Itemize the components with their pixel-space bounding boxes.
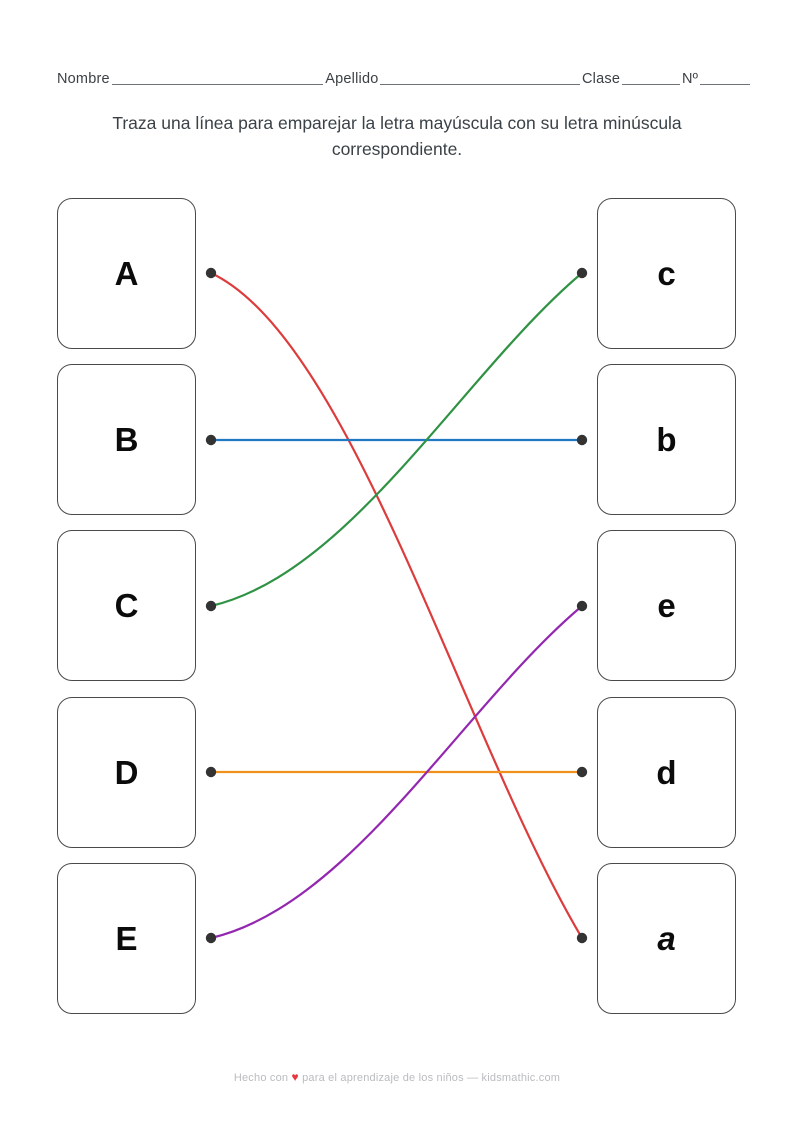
student-info-header: Nombre Apellido Clase Nº — [57, 62, 752, 88]
lowercase-letter-0: c — [657, 255, 676, 292]
lowercase-card-1[interactable]: b — [597, 364, 736, 515]
footer-text-before: Hecho con — [233, 1072, 289, 1084]
clase-input-line[interactable] — [622, 83, 680, 85]
uppercase-card-3[interactable]: D — [57, 697, 196, 848]
connector-dot-right-e[interactable] — [576, 600, 588, 612]
lowercase-letter-2: e — [657, 587, 676, 624]
nombre-label: Nombre — [57, 70, 110, 87]
lowercase-letter-4: a — [657, 920, 676, 957]
connector-dot-right-a[interactable] — [576, 932, 588, 944]
apellido-input-line[interactable] — [380, 83, 581, 85]
uppercase-card-2[interactable]: C — [57, 530, 196, 681]
uppercase-card-1[interactable]: B — [57, 364, 196, 515]
connector-dot-left-c[interactable] — [205, 600, 217, 612]
connector-dot-left-e[interactable] — [205, 932, 217, 944]
uppercase-card-4[interactable]: E — [57, 863, 196, 1014]
uppercase-letter-3: D — [114, 754, 139, 791]
connector-line-e[interactable] — [209, 604, 584, 940]
lowercase-card-2[interactable]: e — [597, 530, 736, 681]
numero-label: Nº — [681, 70, 699, 87]
instruction-text: Traza una línea para emparejar la letra … — [112, 113, 682, 160]
uppercase-letter-0: A — [114, 255, 139, 292]
apellido-label: Apellido — [325, 70, 379, 87]
connector-dot-left-d[interactable] — [205, 766, 217, 778]
lowercase-card-3[interactable]: d — [597, 697, 736, 848]
footer-text-after: para el aprendizaje de los niños — kidsm… — [302, 1072, 561, 1084]
uppercase-letter-1: B — [114, 421, 139, 458]
nombre-input-line[interactable] — [111, 83, 324, 85]
clase-label: Clase — [582, 70, 621, 87]
lowercase-letter-3: d — [656, 754, 677, 791]
heart-icon: ♥ — [291, 1070, 299, 1084]
connector-dot-left-b[interactable] — [205, 434, 217, 446]
numero-input-line[interactable] — [700, 83, 750, 85]
connector-dot-left-a[interactable] — [205, 267, 217, 279]
uppercase-letter-2: C — [114, 587, 139, 624]
connector-line-a[interactable] — [209, 271, 584, 940]
connector-dot-right-c[interactable] — [576, 267, 588, 279]
lowercase-card-4[interactable]: a — [597, 863, 736, 1014]
uppercase-letter-4: E — [115, 920, 138, 957]
connector-line-c[interactable] — [209, 271, 584, 608]
lowercase-card-0[interactable]: c — [597, 198, 736, 349]
uppercase-card-0[interactable]: A — [57, 198, 196, 349]
connector-dot-right-b[interactable] — [576, 434, 588, 446]
connector-dot-right-d[interactable] — [576, 766, 588, 778]
lowercase-letter-1: b — [656, 421, 677, 458]
footer-credit: Hecho con ♥ para el aprendizaje de los n… — [0, 1070, 794, 1084]
